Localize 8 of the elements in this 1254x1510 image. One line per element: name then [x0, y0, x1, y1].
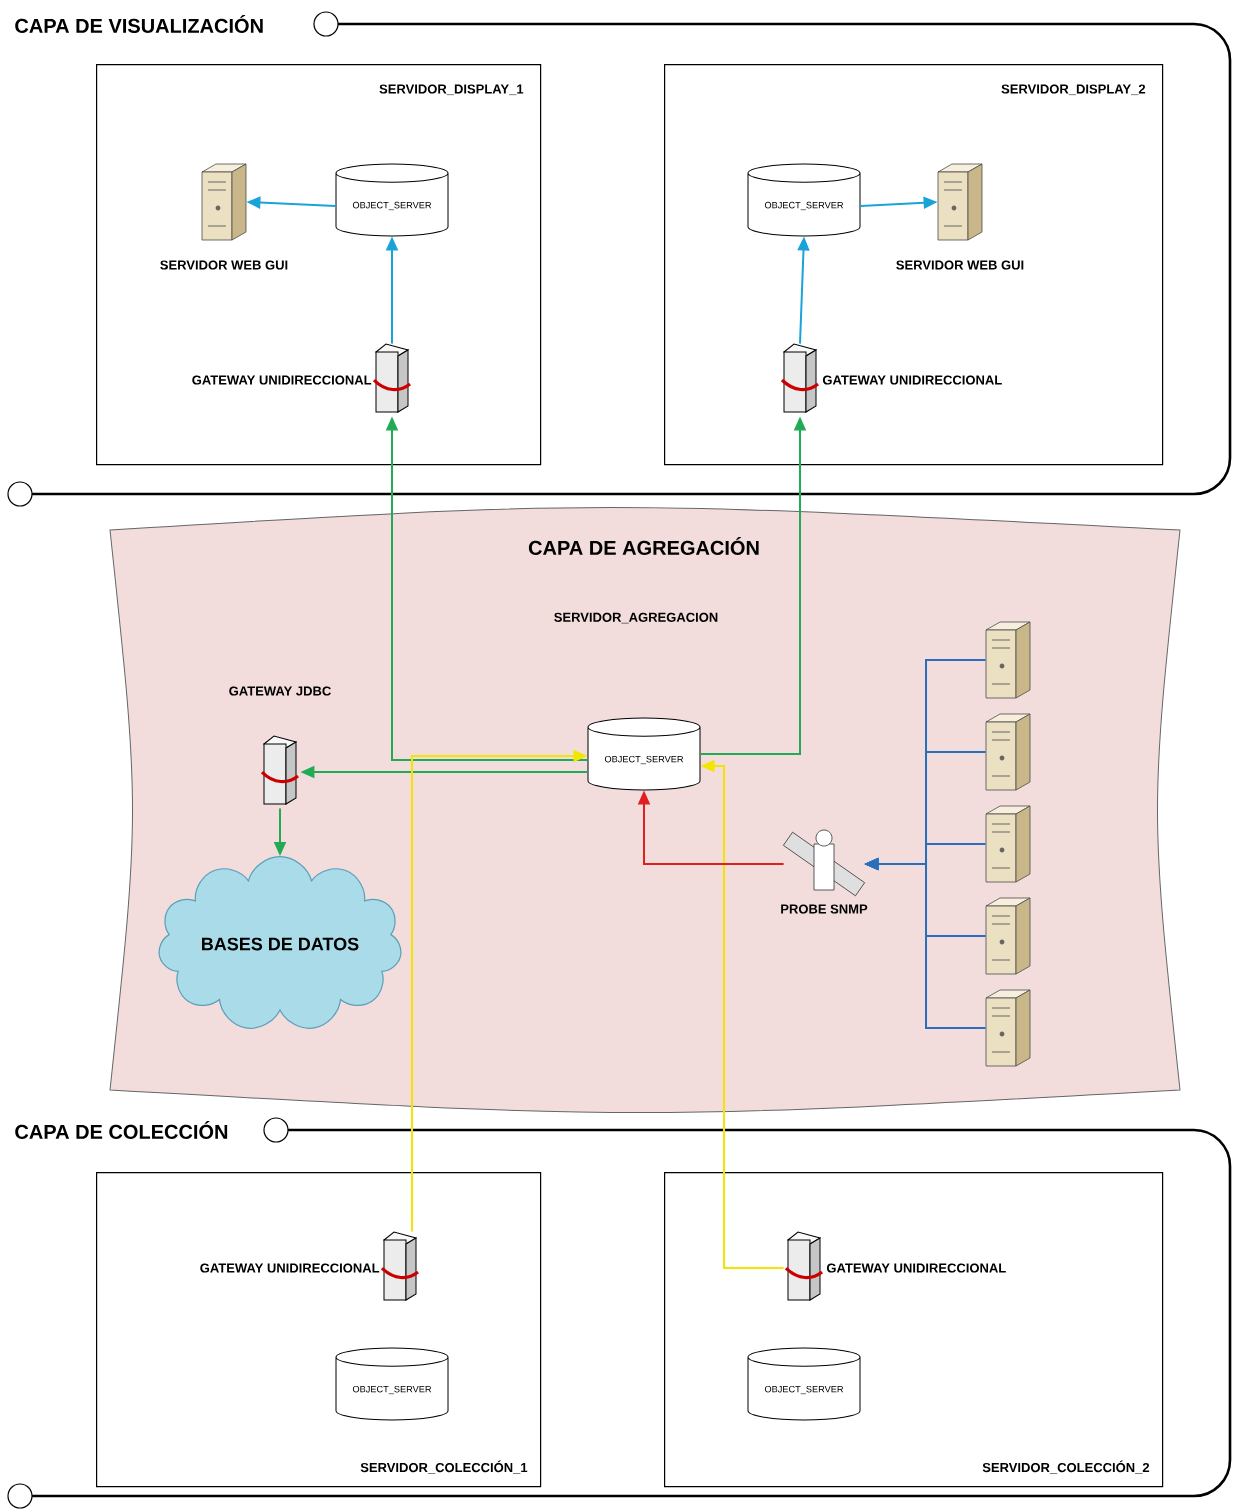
node-label: CAPA DE COLECCIÓN: [15, 1121, 228, 1139]
server-icon: [985, 989, 1031, 1067]
node-label: CAPA DE VISUALIZACIÓN: [15, 15, 263, 33]
server-icon: [985, 713, 1031, 791]
database-cloud: BASES DE DATOS: [158, 856, 402, 1029]
server-icon: [985, 897, 1031, 975]
server-icon: [985, 805, 1031, 883]
server-icon: [985, 621, 1031, 699]
